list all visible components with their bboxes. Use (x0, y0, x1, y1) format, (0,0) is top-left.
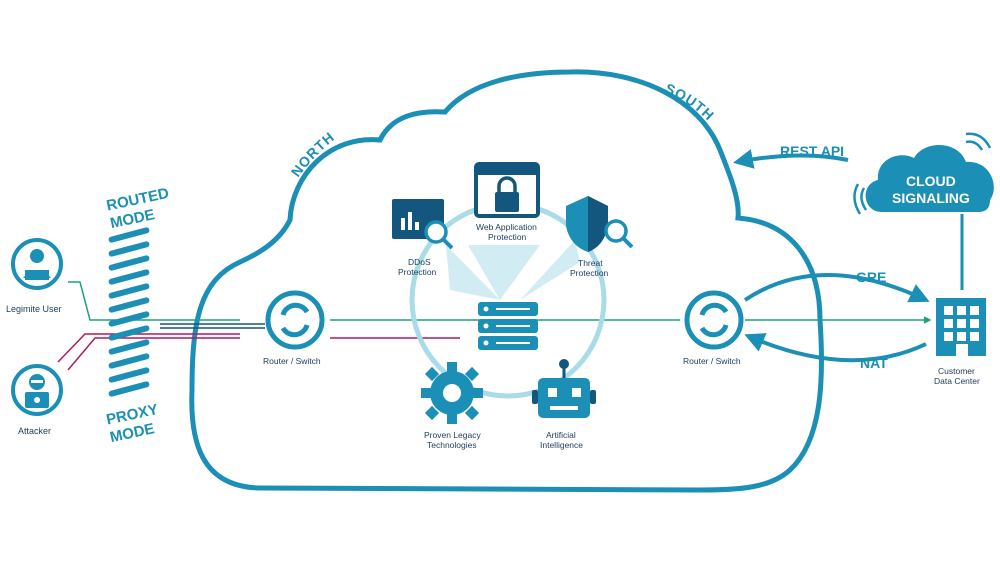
user-headset-icon (23, 249, 51, 280)
threat-label-2: Protection (570, 268, 609, 278)
robot-icon (532, 359, 596, 418)
router-left: Router / Switch (263, 290, 325, 366)
router-icon (280, 302, 310, 338)
threat-label-1: Threat (578, 258, 603, 268)
signal-waves-icon (853, 132, 992, 215)
router-right-label: Router / Switch (683, 356, 741, 366)
legacy-service: Proven Legacy Technologies (421, 362, 483, 450)
padlock-browser-icon (474, 162, 540, 218)
waf-label-2: Protection (488, 232, 527, 242)
hacker-icon (25, 374, 49, 408)
ai-service: Artificial Intelligence (532, 359, 596, 450)
waf-service: Web Application Protection (474, 162, 540, 242)
ai-label-1: Artificial (546, 430, 576, 440)
ddos-service: DDoS Protection (392, 199, 454, 277)
datacenter-label-1: Customer (938, 366, 975, 376)
datacenter-node: Customer Data Center (934, 298, 986, 386)
shield-search-icon (566, 196, 634, 252)
cloud-signaling: CLOUD SIGNALING (853, 132, 994, 290)
south-label: SOUTH (663, 80, 718, 124)
rest-api-arrow: REST API (733, 143, 849, 169)
ddos-label-1: DDoS (408, 257, 431, 267)
attacker-label: Attacker (18, 426, 51, 436)
rest-api-label: REST API (780, 143, 844, 159)
gre-arrow: GRE (743, 269, 930, 303)
legacy-label-1: Proven Legacy (424, 430, 481, 440)
gear-icon (421, 362, 483, 424)
attacker-node: Attacker (11, 364, 63, 436)
north-label: NORTH (288, 128, 338, 179)
nat-arrow: NAT (744, 333, 927, 371)
ddos-chart-icon (392, 199, 454, 250)
signaling-line1: CLOUD (906, 173, 956, 189)
server-stack-icon (478, 302, 538, 350)
nat-label: NAT (860, 355, 888, 371)
threat-service: Threat Protection (566, 196, 634, 278)
router-icon (699, 302, 729, 338)
building-icon (936, 298, 986, 356)
legit-user-label: Legimite User (6, 304, 62, 314)
legacy-label-2: Technologies (427, 440, 477, 450)
legit-user-node: Legimite User (6, 238, 63, 314)
router-left-label: Router / Switch (263, 356, 321, 366)
mode-stripes (108, 227, 150, 397)
waf-label-1: Web Application (476, 222, 537, 232)
datacenter-label-2: Data Center (934, 376, 980, 386)
signaling-line2: SIGNALING (892, 190, 970, 206)
ai-label-2: Intelligence (540, 440, 583, 450)
gre-label: GRE (856, 269, 886, 285)
ddos-label-2: Protection (398, 267, 437, 277)
main-cloud-outline (189, 69, 825, 493)
router-right: Router / Switch (683, 290, 744, 366)
